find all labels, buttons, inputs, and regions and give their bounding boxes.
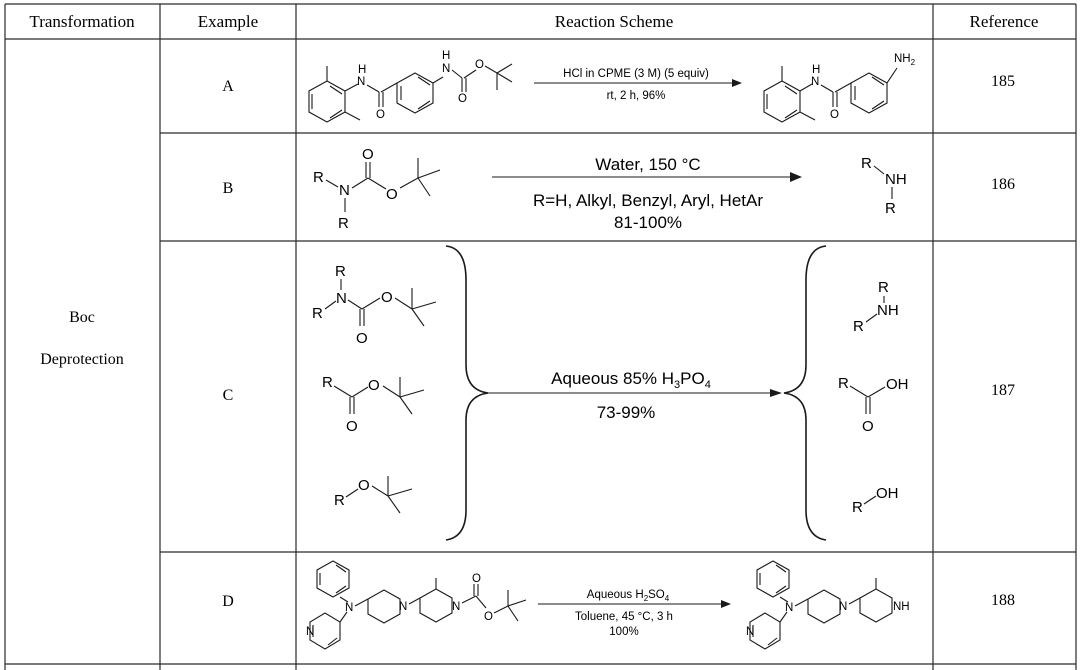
atom-n: N [399,601,407,613]
atom-o: O [358,477,370,494]
atom-r: R [852,499,863,516]
atom-n: N [452,601,460,613]
reference-186: 186 [991,176,1015,193]
reference-187: 187 [991,382,1015,399]
atom-o: O [830,109,839,121]
scheme-c-conditions-below: 73-99% [597,403,656,422]
scheme-c-left-brace [445,245,489,541]
transformation-line-2: Deprotection [40,351,124,368]
scheme-c-reactant-ester: R O O [322,374,425,435]
example-label-d: D [222,593,234,610]
atom-nh: NH [885,171,907,188]
scheme-b-product: R NH R [861,155,907,217]
scheme-a-reactant: N H O N H O O [308,50,513,123]
atom-r: R [885,200,896,217]
atom-o: O [862,418,874,435]
atom-h: H [812,64,820,76]
atom-r: R [334,492,345,509]
atom-o: O [381,289,393,306]
atom-h: H [442,50,450,62]
atom-nh: NH [877,302,899,319]
atom-o: O [356,330,368,347]
atom-r: R [312,305,323,322]
atom-nh2: NH2 [894,53,916,67]
atom-n: N [357,76,365,88]
atom-h: H [358,64,366,76]
atom-r: R [861,155,872,172]
scheme-c-conditions-above: Aqueous 85% H3PO4 [551,369,711,391]
atom-r: R [838,375,849,392]
table-grid [4,3,1077,670]
scheme-c-product-amine: R NH R [853,279,899,335]
atom-o: O [376,109,385,121]
atom-n: N [336,290,347,307]
atom-o: O [386,186,398,203]
scheme-d-conditions-below-2: 100% [609,626,638,638]
scheme-c-right-brace [783,245,827,541]
scheme-b-conditions-below-2: 81-100% [614,213,682,232]
atom-r: R [322,374,333,391]
scheme-c: R N R O O R O O [312,245,909,541]
scheme-d-reactant: N N N N O O [306,560,527,650]
transformation-line-1: Boc [69,309,95,326]
scheme-c-product-alcohol: R OH [852,485,899,516]
example-label-c: C [223,387,234,404]
atom-nh: NH [893,601,910,613]
atom-n: N [339,182,350,199]
scheme-d-product: N N N NH [746,560,910,650]
atom-r: R [853,318,864,335]
scheme-d-conditions-below-1: Toluene, 45 °C, 3 h [575,611,673,623]
scheme-b-conditions-below-1: R=H, Alkyl, Benzyl, Aryl, HetAr [533,191,763,210]
scheme-d-conditions-above: Aqueous H2SO4 [587,589,670,603]
atom-o: O [475,59,484,71]
atom-oh: OH [886,376,909,393]
header-transformation: Transformation [29,12,135,31]
example-label-b: B [223,180,234,197]
atom-o: O [362,146,374,163]
example-label-a: A [222,78,234,95]
atom-o: O [472,573,481,585]
scheme-b-reactant: R N R O O [313,146,441,232]
reference-188: 188 [991,592,1015,609]
atom-o: O [458,93,467,105]
scheme-a-product: N H O NH2 [763,53,916,123]
scheme-c-reactant-carbamate: R N R O O [312,263,437,347]
atom-r: R [335,263,346,280]
atom-n: N [839,601,847,613]
atom-n: N [442,63,450,75]
atom-n: N [345,602,353,614]
reference-185: 185 [991,73,1015,90]
atom-o: O [346,418,358,435]
scheme-b: R N R O O Water, 150 °C R=H, Alkyl, Benz… [313,146,907,232]
header-reference: Reference [970,12,1039,31]
atom-r: R [313,169,324,186]
scheme-d: N N N N O O [306,560,910,650]
atom-n: N [306,626,314,638]
atom-r: R [338,215,349,232]
atom-o: O [484,611,493,623]
atom-r: R [878,279,889,296]
scheme-c-reactant-ether: R O [334,476,413,514]
atom-oh: OH [876,485,899,502]
header-reaction-scheme: Reaction Scheme [555,12,674,31]
scheme-c-product-acid: R O OH [838,375,909,435]
atom-n: N [746,626,754,638]
atom-n: N [811,76,819,88]
scheme-a-conditions-below: rt, 2 h, 96% [607,90,666,102]
header-example: Example [198,12,258,31]
scheme-b-conditions-above: Water, 150 °C [595,155,700,174]
scheme-a: N H O N H O O HCl i [308,50,916,123]
atom-n: N [785,602,793,614]
atom-o: O [368,377,380,394]
scheme-a-conditions-above: HCl in CPME (3 M) (5 equiv) [563,68,709,80]
